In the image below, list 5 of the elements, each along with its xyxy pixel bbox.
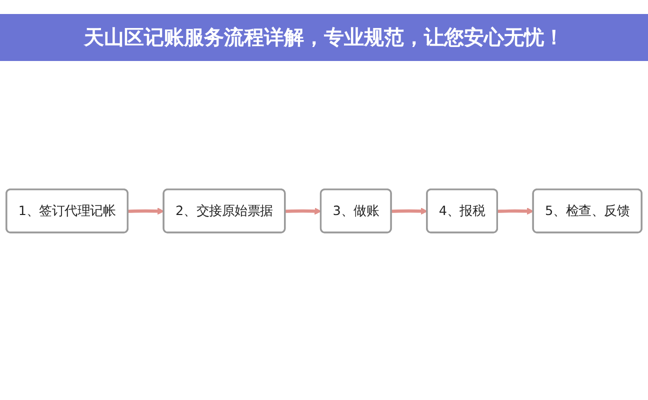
arrow [498, 208, 534, 215]
arrow [391, 208, 428, 215]
title-banner: 天山区记账服务流程详解，专业规范，让您安心无忧！ [0, 14, 648, 61]
arrow [128, 208, 164, 215]
arrow [285, 208, 322, 215]
